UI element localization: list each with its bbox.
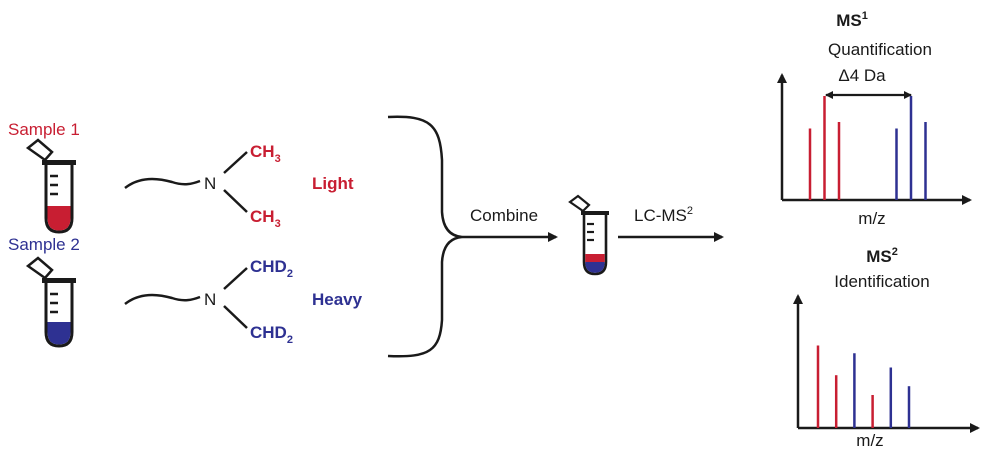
light-nitrogen: N (204, 174, 216, 193)
light-peptide-chain (124, 177, 201, 190)
ms1-peaks (808, 96, 927, 200)
heavy-peptide-chain (124, 293, 201, 306)
lcms-label: LC-MS2 (634, 205, 693, 225)
ms2-x-label: m/z (856, 431, 883, 450)
heavy-label-structure: N CHD2 CHD2 Heavy (124, 257, 363, 346)
light-name: Light (312, 174, 354, 193)
light-bond-top (223, 151, 248, 174)
combine-brace (387, 115, 463, 358)
sample-2-fill (47, 322, 71, 345)
light-methyl-bottom: CH3 (250, 207, 281, 230)
ms1-x-label: m/z (858, 209, 885, 228)
sample-1-tube-icon (25, 138, 76, 234)
ms1-title: MS1 (836, 10, 868, 30)
ms1-chart: MS1 Quantification Δ4 Da m/z (777, 10, 972, 228)
ms2-title: MS2 (866, 246, 898, 266)
ms2-subtitle: Identification (834, 272, 929, 291)
heavy-methyl-bottom: CHD2 (250, 323, 293, 346)
combine-label: Combine (470, 206, 538, 225)
ms2-peaks (816, 345, 911, 428)
ms2-chart: MS2 Identification m/z (793, 246, 980, 450)
ms1-delta-label: Δ4 Da (838, 66, 886, 85)
light-label-structure: N CH3 CH3 Light (124, 142, 354, 230)
heavy-bond-top (223, 267, 248, 290)
light-methyl-top: CH3 (250, 142, 281, 165)
sample-2-label: Sample 2 (8, 235, 80, 254)
light-bond-bottom (223, 189, 248, 213)
heavy-bond-bottom (223, 305, 248, 329)
heavy-name: Heavy (312, 290, 363, 309)
combined-fill-heavy (585, 262, 605, 273)
ms1-subtitle: Quantification (828, 40, 932, 59)
heavy-methyl-top: CHD2 (250, 257, 293, 280)
sample-1-label: Sample 1 (8, 120, 80, 139)
combined-fill-light (585, 254, 605, 262)
sample-2-tube-icon (25, 256, 76, 348)
combined-tube-icon (568, 194, 609, 276)
sample-1-fill (47, 206, 71, 231)
heavy-nitrogen: N (204, 290, 216, 309)
